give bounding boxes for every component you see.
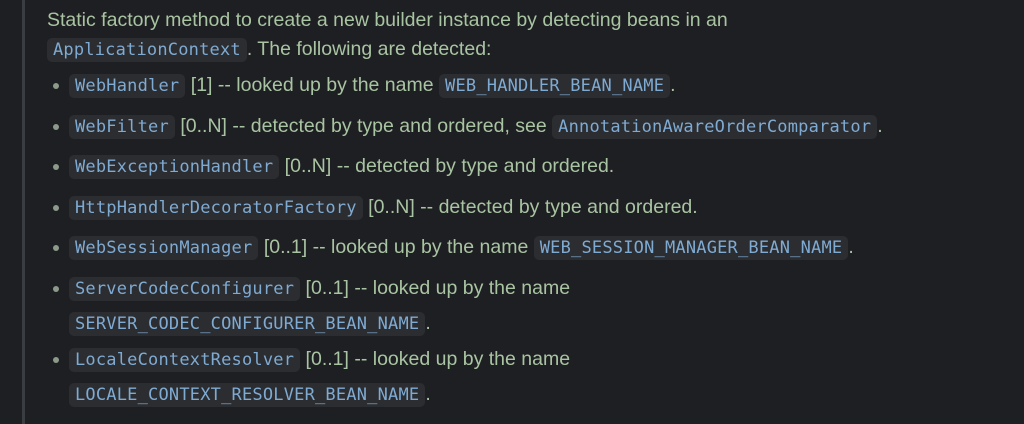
item-text: [0..N] -- detected by type and ordered, … bbox=[174, 114, 553, 137]
quick-doc-left-rule bbox=[22, 0, 25, 424]
list-item-web-handler: WebHandler [1] -- looked up by the name … bbox=[47, 71, 1019, 101]
code-server-codec-configurer[interactable]: ServerCodecConfigurer bbox=[69, 276, 301, 301]
item-suffix: . bbox=[848, 236, 854, 258]
list-item-server-codec-configurer: ServerCodecConfigurer [0..1] -- looked u… bbox=[47, 274, 1019, 339]
code-web-handler[interactable]: WebHandler bbox=[69, 74, 186, 98]
item-second-line: SERVER_CODEC_CONFIGURER_BEAN_NAME. bbox=[69, 309, 1019, 339]
doc-intro: Static factory method to create a new bu… bbox=[47, 6, 1019, 65]
item-suffix: . bbox=[425, 311, 431, 334]
doc-content: Static factory method to create a new bu… bbox=[47, 6, 1019, 416]
bullet-icon bbox=[53, 204, 59, 211]
item-text: [0..1] -- looked up by the name bbox=[258, 236, 534, 258]
item-suffix: . bbox=[670, 74, 676, 96]
detected-beans-list: WebHandler [1] -- looked up by the name … bbox=[47, 71, 1019, 410]
code-web-handler-bean-name[interactable]: WEB_HANDLER_BEAN_NAME bbox=[439, 74, 671, 98]
bullet-icon bbox=[53, 245, 59, 251]
intro-text-after: . The following are detected: bbox=[246, 38, 492, 60]
bullet-icon bbox=[53, 83, 59, 89]
item-text: [0..N] -- detected by type and ordered. bbox=[279, 155, 615, 177]
item-suffix: . bbox=[425, 382, 431, 405]
code-server-codec-configurer-bean-name[interactable]: SERVER_CODEC_CONFIGURER_BEAN_NAME bbox=[69, 311, 426, 336]
list-item-web-session-manager: WebSessionManager [0..1] -- looked up by… bbox=[47, 233, 1019, 263]
code-web-filter[interactable]: WebFilter bbox=[69, 114, 175, 139]
code-web-session-manager-bean-name[interactable]: WEB_SESSION_MANAGER_BEAN_NAME bbox=[533, 236, 849, 260]
code-locale-context-resolver[interactable]: LocaleContextResolver bbox=[69, 347, 301, 372]
item-text: [0..1] -- looked up by the name bbox=[300, 276, 571, 299]
code-locale-context-resolver-bean-name[interactable]: LOCALE_CONTEXT_RESOLVER_BEAN_NAME bbox=[69, 382, 426, 407]
list-item-locale-context-resolver: LocaleContextResolver [0..1] -- looked u… bbox=[47, 345, 1019, 410]
item-suffix: . bbox=[877, 114, 883, 137]
code-web-session-manager[interactable]: WebSessionManager bbox=[69, 236, 259, 260]
code-web-exception-handler[interactable]: WebExceptionHandler bbox=[69, 155, 280, 179]
bullet-icon bbox=[53, 123, 59, 130]
item-second-line: LOCALE_CONTEXT_RESOLVER_BEAN_NAME. bbox=[69, 380, 1019, 410]
bullet-icon bbox=[53, 285, 59, 292]
list-item-web-filter: WebFilter [0..N] -- detected by type and… bbox=[47, 112, 1019, 142]
list-item-http-handler-decorator-factory: HttpHandlerDecoratorFactory [0..N] -- de… bbox=[47, 193, 1019, 223]
bullet-icon bbox=[53, 164, 59, 170]
item-text: [0..1] -- looked up by the name bbox=[300, 347, 571, 370]
item-text: [0..N] -- detected by type and ordered. bbox=[362, 195, 698, 218]
code-application-context[interactable]: ApplicationContext bbox=[47, 38, 247, 62]
bullet-icon bbox=[53, 356, 59, 363]
list-item-web-exception-handler: WebExceptionHandler [0..N] -- detected b… bbox=[47, 152, 1019, 182]
intro-text: Static factory method to create a new bu… bbox=[47, 9, 728, 31]
item-text: [1] -- looked up by the name bbox=[185, 74, 440, 96]
link-annotation-aware-order-comparator[interactable]: AnnotationAwareOrderComparator bbox=[552, 114, 878, 139]
code-http-handler-decorator-factory[interactable]: HttpHandlerDecoratorFactory bbox=[69, 195, 363, 220]
